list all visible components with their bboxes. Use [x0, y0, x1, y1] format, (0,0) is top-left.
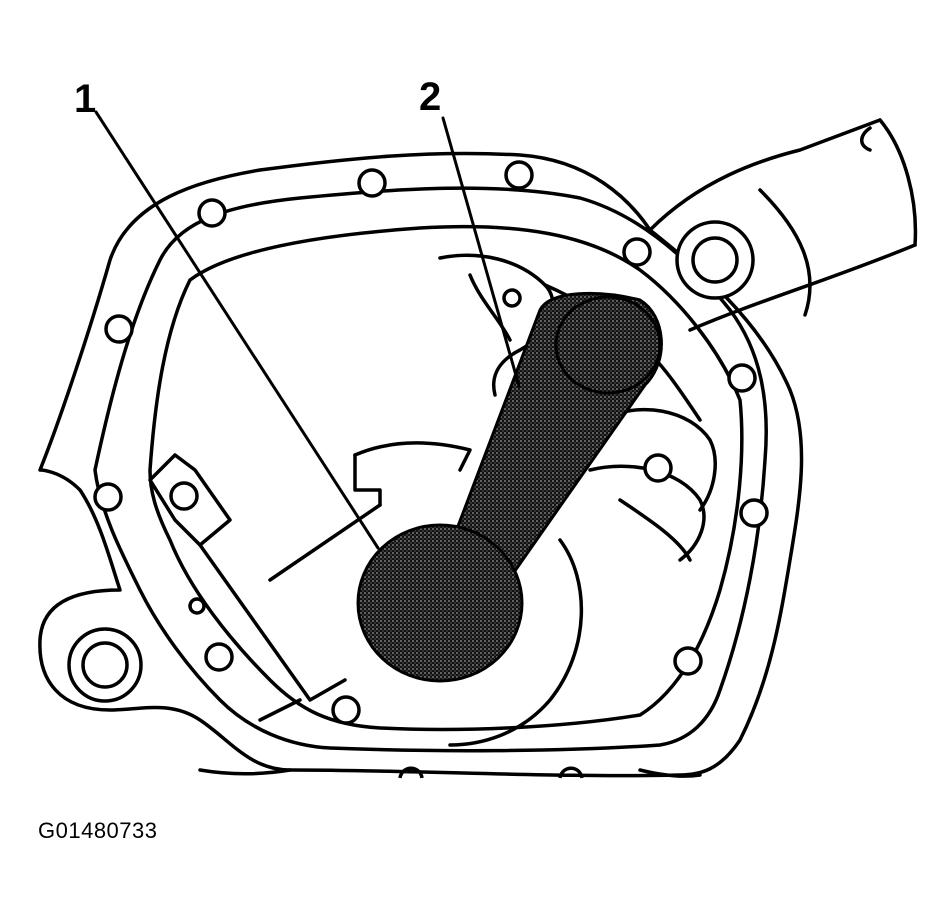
- pinion-disc: [356, 523, 524, 683]
- bolt-hole: [104, 314, 134, 344]
- bolt-hole: [727, 363, 757, 393]
- bolt-hole: [93, 482, 123, 512]
- callout-2-leader: [441, 116, 521, 388]
- bolt-hole: [504, 160, 534, 190]
- flange-bolt-holes: [93, 160, 769, 725]
- bolt-hole: [331, 695, 361, 725]
- callout-1-label: 1: [74, 77, 96, 121]
- bolt-hole: [673, 646, 703, 676]
- bolt-hole: [204, 642, 234, 672]
- bolt-hole: [188, 597, 206, 615]
- bolt-hole: [197, 198, 227, 228]
- bolt-hole: [622, 237, 652, 267]
- bolt-hole: [643, 453, 673, 483]
- axle-tube: [648, 118, 918, 332]
- callout-1-leader: [94, 110, 380, 550]
- housing-outline: [38, 151, 804, 778]
- bolt-hole: [169, 481, 199, 511]
- bolt-hole: [357, 168, 387, 198]
- gasket-face: [93, 186, 768, 753]
- callout-2-label: 2: [419, 75, 441, 119]
- housing-opening: [148, 224, 744, 732]
- special-tool-handle: [427, 292, 663, 603]
- bearing-cap-left: [148, 453, 232, 547]
- tool-head: [554, 295, 662, 395]
- bolt-hole: [502, 288, 522, 308]
- figure-id: G01480733: [38, 818, 158, 843]
- mounting-bosses: [67, 220, 755, 703]
- bolt-hole: [739, 498, 769, 528]
